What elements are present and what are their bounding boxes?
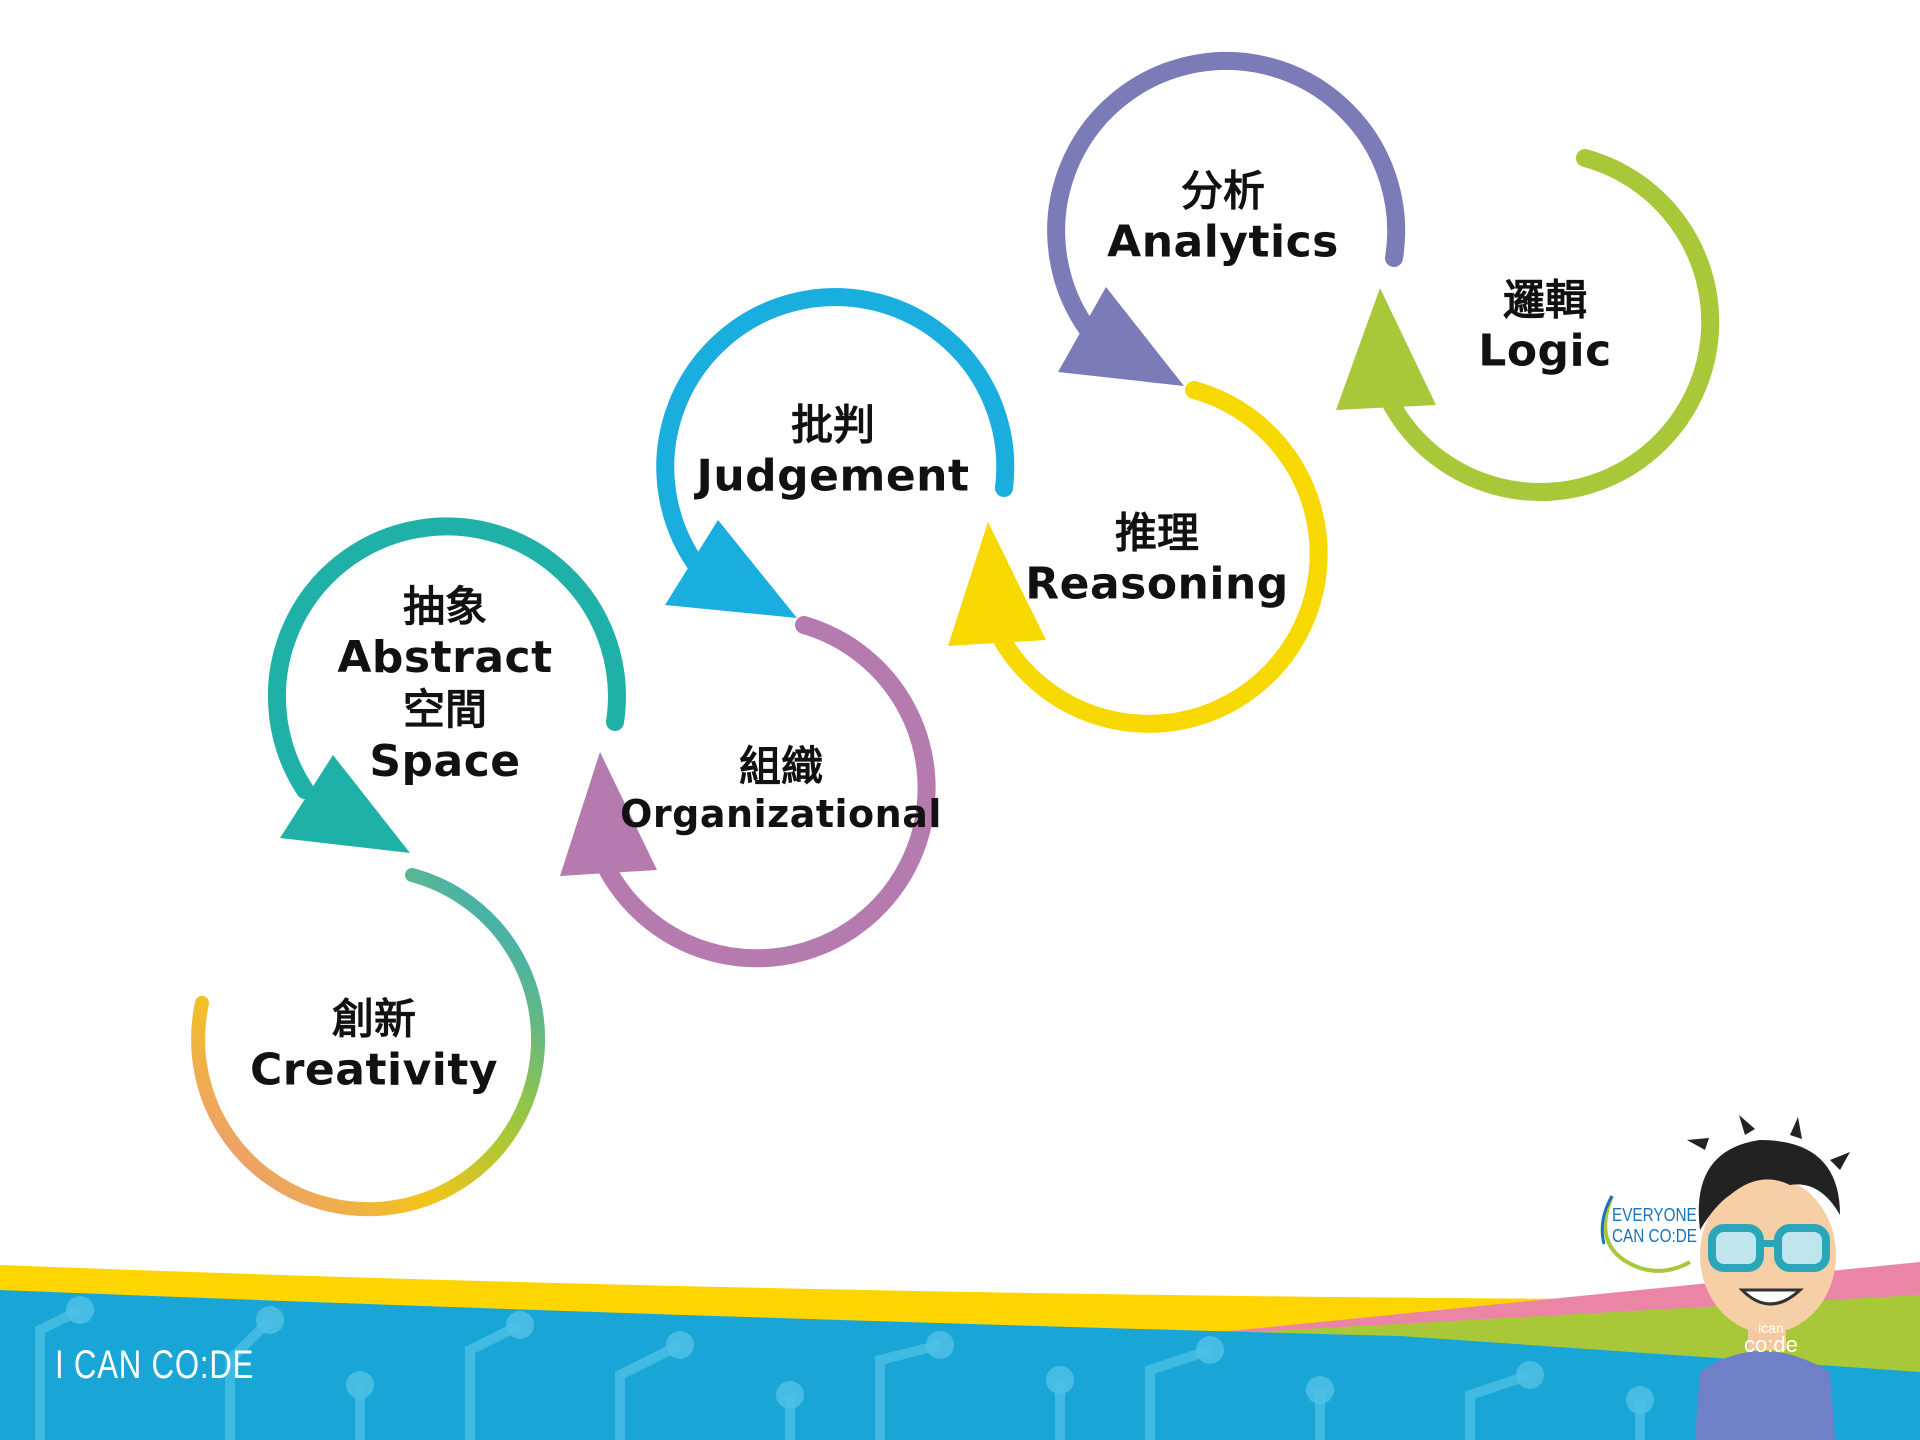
node-creativity: 創新 Creativity (250, 994, 498, 1097)
node-judgement-en: Judgement (696, 450, 970, 502)
organizational-arrowhead (560, 752, 657, 876)
mascot-shirt-logo: ican co:de (1744, 1320, 1798, 1357)
reasoning-arrowhead (948, 522, 1046, 646)
brand-logo-text: I CAN CO:DE (55, 1343, 255, 1387)
everyone-can-code-badge: EVERYONE CAN CO:DE (1612, 1205, 1697, 1246)
node-abstract-zh: 抽象 (402, 581, 487, 631)
circuit-nodes (66, 1296, 1814, 1424)
node-logic: 邏輯 Logic (1478, 275, 1611, 378)
creativity-ring (191, 868, 546, 1217)
node-judgement: 批判 Judgement (696, 400, 969, 503)
node-abstract: 抽象 Abstract 空間 Space (337, 582, 552, 788)
shirt-line-1: ican (1758, 1320, 1784, 1336)
node-abstract-en: Abstract (337, 632, 553, 684)
node-logic-en: Logic (1478, 325, 1612, 377)
analytics-ring (1047, 51, 1406, 339)
node-space-en: Space (369, 735, 521, 787)
node-creativity-en: Creativity (249, 1044, 499, 1096)
organizational-ring (581, 616, 936, 968)
analytics-arrowhead (1058, 287, 1184, 386)
node-analytics: 分析 Analytics (1107, 166, 1339, 269)
reasoning-ring (974, 381, 1328, 733)
badge-arc (1600, 1195, 1614, 1245)
node-judgement-zh: 批判 (790, 400, 876, 450)
node-analytics-en: Analytics (1107, 216, 1339, 268)
abstract-arrowhead (280, 755, 410, 853)
judgement-arrowhead (665, 520, 797, 618)
badge-swoosh (1603, 1195, 1691, 1273)
node-logic-zh: 邏輯 (1502, 275, 1587, 325)
node-creativity-zh: 創新 (331, 994, 416, 1044)
badge-line-2: CAN CO:DE (1612, 1225, 1698, 1246)
node-reasoning-zh: 推理 (1114, 508, 1199, 558)
node-space-zh: 空間 (402, 685, 487, 734)
judgement-ring (656, 288, 1015, 579)
node-reasoning: 推理 Reasoning (1025, 508, 1289, 611)
footer-blue-band (0, 1290, 1920, 1440)
node-reasoning-en: Reasoning (1025, 558, 1289, 610)
node-organizational-en: Organizational (620, 792, 942, 837)
node-analytics-zh: 分析 (1180, 166, 1265, 216)
node-organizational: 組織 Organizational (620, 742, 942, 838)
shirt-line-2: co:de (1744, 1331, 1798, 1357)
node-organizational-zh: 組織 (738, 742, 823, 792)
logic-arrowhead (1336, 288, 1436, 410)
mascot-illustration (1687, 1115, 1850, 1440)
logic-ring (1366, 149, 1720, 501)
abstract-ring (267, 517, 626, 799)
badge-line-1: EVERYONE (1612, 1205, 1697, 1225)
